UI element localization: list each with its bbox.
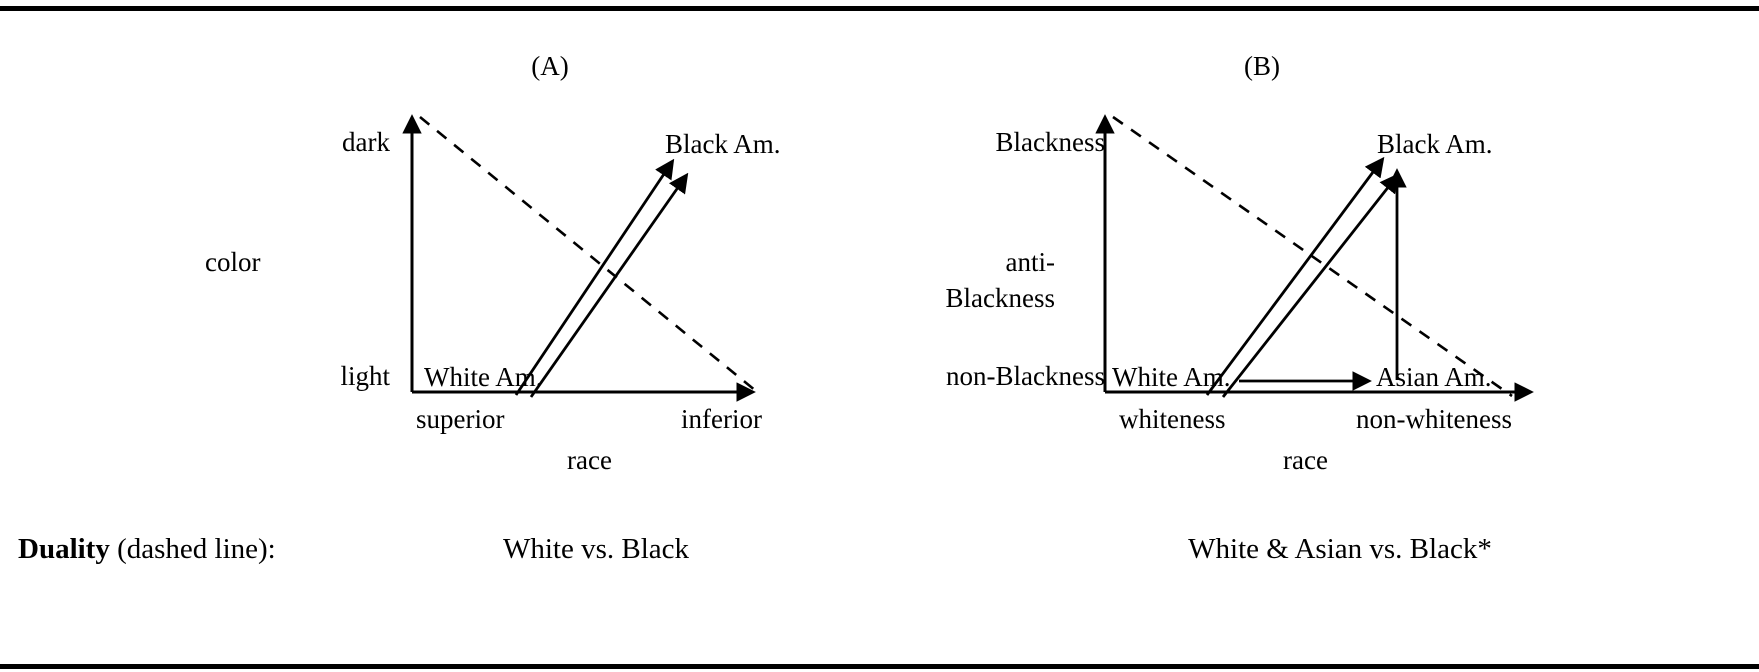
panel-b-node-white-am: White Am. bbox=[1112, 362, 1231, 392]
panel-b-arrow-white-to-black-2 bbox=[1221, 172, 1400, 398]
panel-a-arrow-white-to-black-1 bbox=[514, 158, 675, 396]
panel-a-y-top-label: dark bbox=[342, 127, 390, 157]
panel-b-caption: (B) bbox=[1244, 51, 1280, 81]
panel-a-caption: (A) bbox=[531, 51, 569, 81]
panel-b-duality-value: White & Asian vs. Black* bbox=[1188, 533, 1492, 565]
panel-a-y-axis-title: color bbox=[205, 247, 261, 277]
panel-b-node-black-am: Black Am. bbox=[1377, 129, 1493, 159]
panel-a-duality-value: White vs. Black bbox=[502, 533, 690, 565]
panel-b-y-axis-title-line1: anti- bbox=[1005, 247, 1055, 277]
panel-a-x-axis-title: race bbox=[567, 445, 612, 475]
duality-legend-bold: Duality bbox=[18, 533, 110, 565]
panel-a-x-left-label: superior bbox=[416, 404, 505, 434]
duality-row: Duality (dashed line): White vs. Black W… bbox=[0, 515, 1759, 570]
panel-b-x-left-label: whiteness bbox=[1119, 404, 1226, 434]
panel-a-arrow-white-to-black-2 bbox=[529, 172, 689, 398]
panel-a-node-white-am: White Am. bbox=[424, 362, 543, 392]
panel-b-y-axis-title-line2: Blackness bbox=[945, 283, 1055, 313]
figure-bottom-rule bbox=[0, 664, 1759, 669]
panel-b-y-bottom-label: non-Blackness bbox=[946, 361, 1105, 391]
panel-a-x-right-label: inferior bbox=[681, 404, 762, 434]
panel-a-y-bottom-label: light bbox=[340, 361, 390, 391]
panel-a-node-black-am: Black Am. bbox=[665, 129, 781, 159]
duality-legend: Duality (dashed line): bbox=[18, 535, 276, 564]
figure-top-rule bbox=[0, 6, 1759, 11]
panel-b-x-right-label: non-whiteness bbox=[1356, 404, 1512, 434]
panel-b-node-asian-am: Asian Am. bbox=[1376, 362, 1492, 392]
duality-legend-rest: (dashed line): bbox=[109, 533, 276, 565]
panel-b-y-top-label: Blackness bbox=[995, 127, 1105, 157]
panel-b-arrow-white-to-black-1 bbox=[1205, 156, 1385, 396]
panel-b-x-axis-title: race bbox=[1283, 445, 1328, 475]
